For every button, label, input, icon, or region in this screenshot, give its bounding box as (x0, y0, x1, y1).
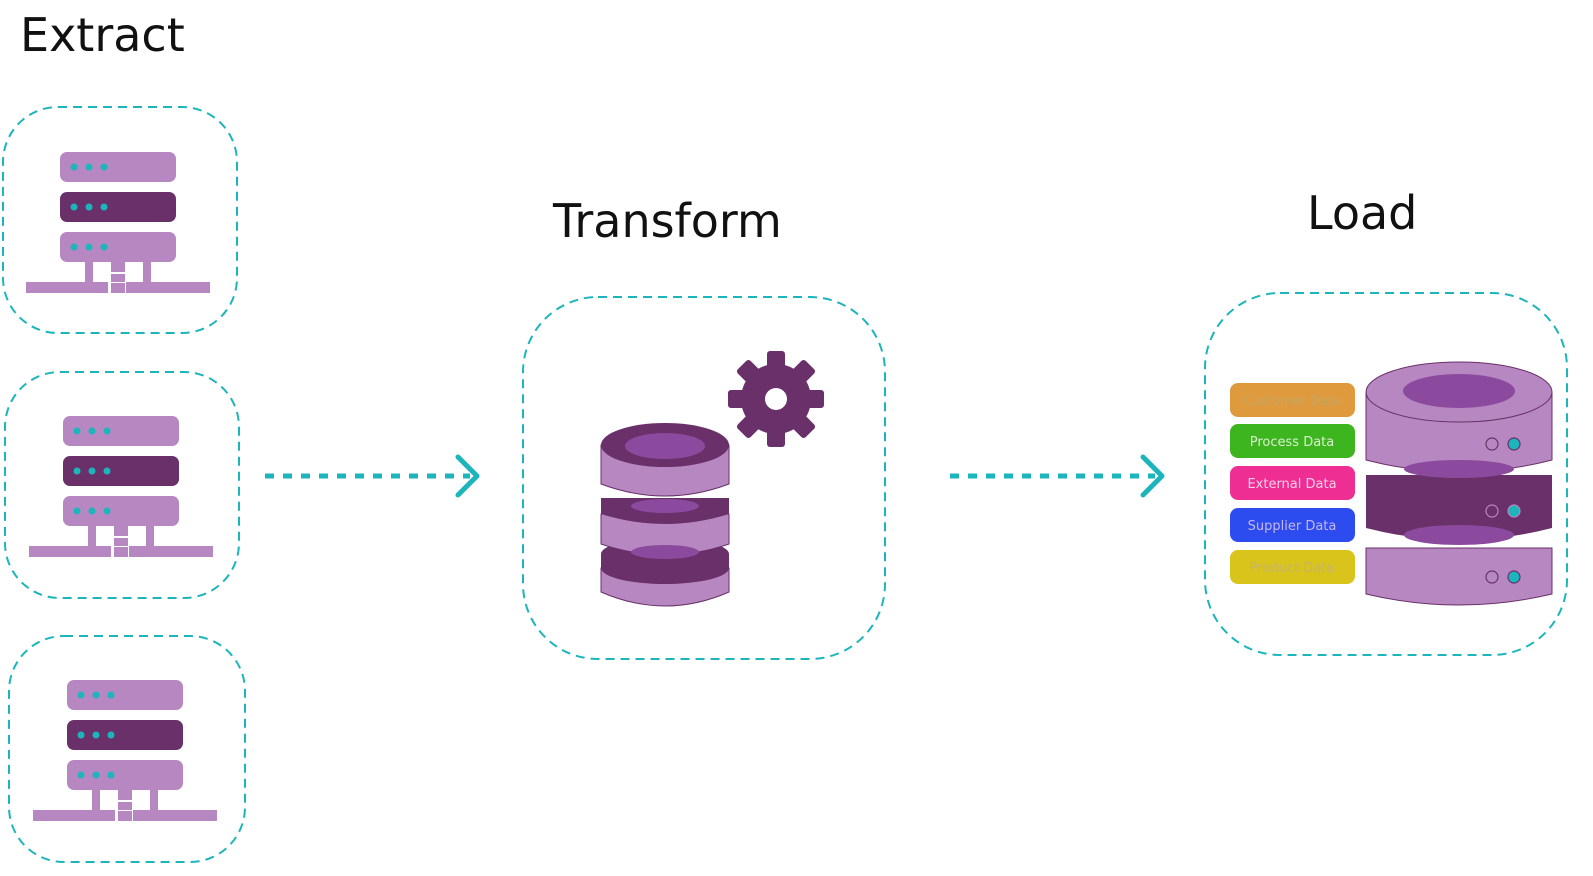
category-chip (1230, 466, 1355, 500)
transform-box (522, 296, 886, 660)
extract-source-1 (2, 106, 238, 334)
category-customer-data: Customer Data (1230, 383, 1355, 417)
extract-box-2 (4, 371, 240, 599)
category-label: Process Data (1250, 435, 1335, 450)
data-category-list: Customer Data Process Data External Data… (1230, 383, 1355, 584)
extract-box-1 (2, 106, 238, 334)
transform-title: Transform (553, 194, 782, 248)
category-product-data: Product Data (1230, 550, 1355, 584)
category-label: Supplier Data (1248, 519, 1337, 534)
database-gear-icon (600, 423, 730, 607)
extract-title: Extract (20, 8, 185, 62)
load-box (1204, 292, 1568, 656)
category-chip (1230, 508, 1355, 542)
dotted-arrow-icon (950, 454, 1165, 498)
category-supplier-data: Supplier Data (1230, 508, 1355, 542)
database-server-icon (1365, 361, 1553, 606)
extract-source-2 (4, 371, 240, 599)
dotted-arrow-icon (265, 454, 480, 498)
category-label: External Data (1247, 477, 1336, 492)
gear-icon (728, 351, 824, 447)
category-label: Product Data (1250, 561, 1335, 576)
server-icon (33, 680, 217, 821)
server-icon (26, 152, 210, 293)
server-icon (29, 416, 213, 557)
category-chip (1230, 424, 1355, 458)
category-process-data: Process Data (1230, 424, 1355, 458)
extract-source-3 (8, 635, 246, 863)
load-title: Load (1307, 186, 1418, 240)
category-label: Customer Data (1243, 394, 1341, 409)
category-chip (1230, 550, 1355, 584)
category-external-data: External Data (1230, 466, 1355, 500)
category-chip (1230, 383, 1355, 417)
extract-box-3 (8, 635, 246, 863)
